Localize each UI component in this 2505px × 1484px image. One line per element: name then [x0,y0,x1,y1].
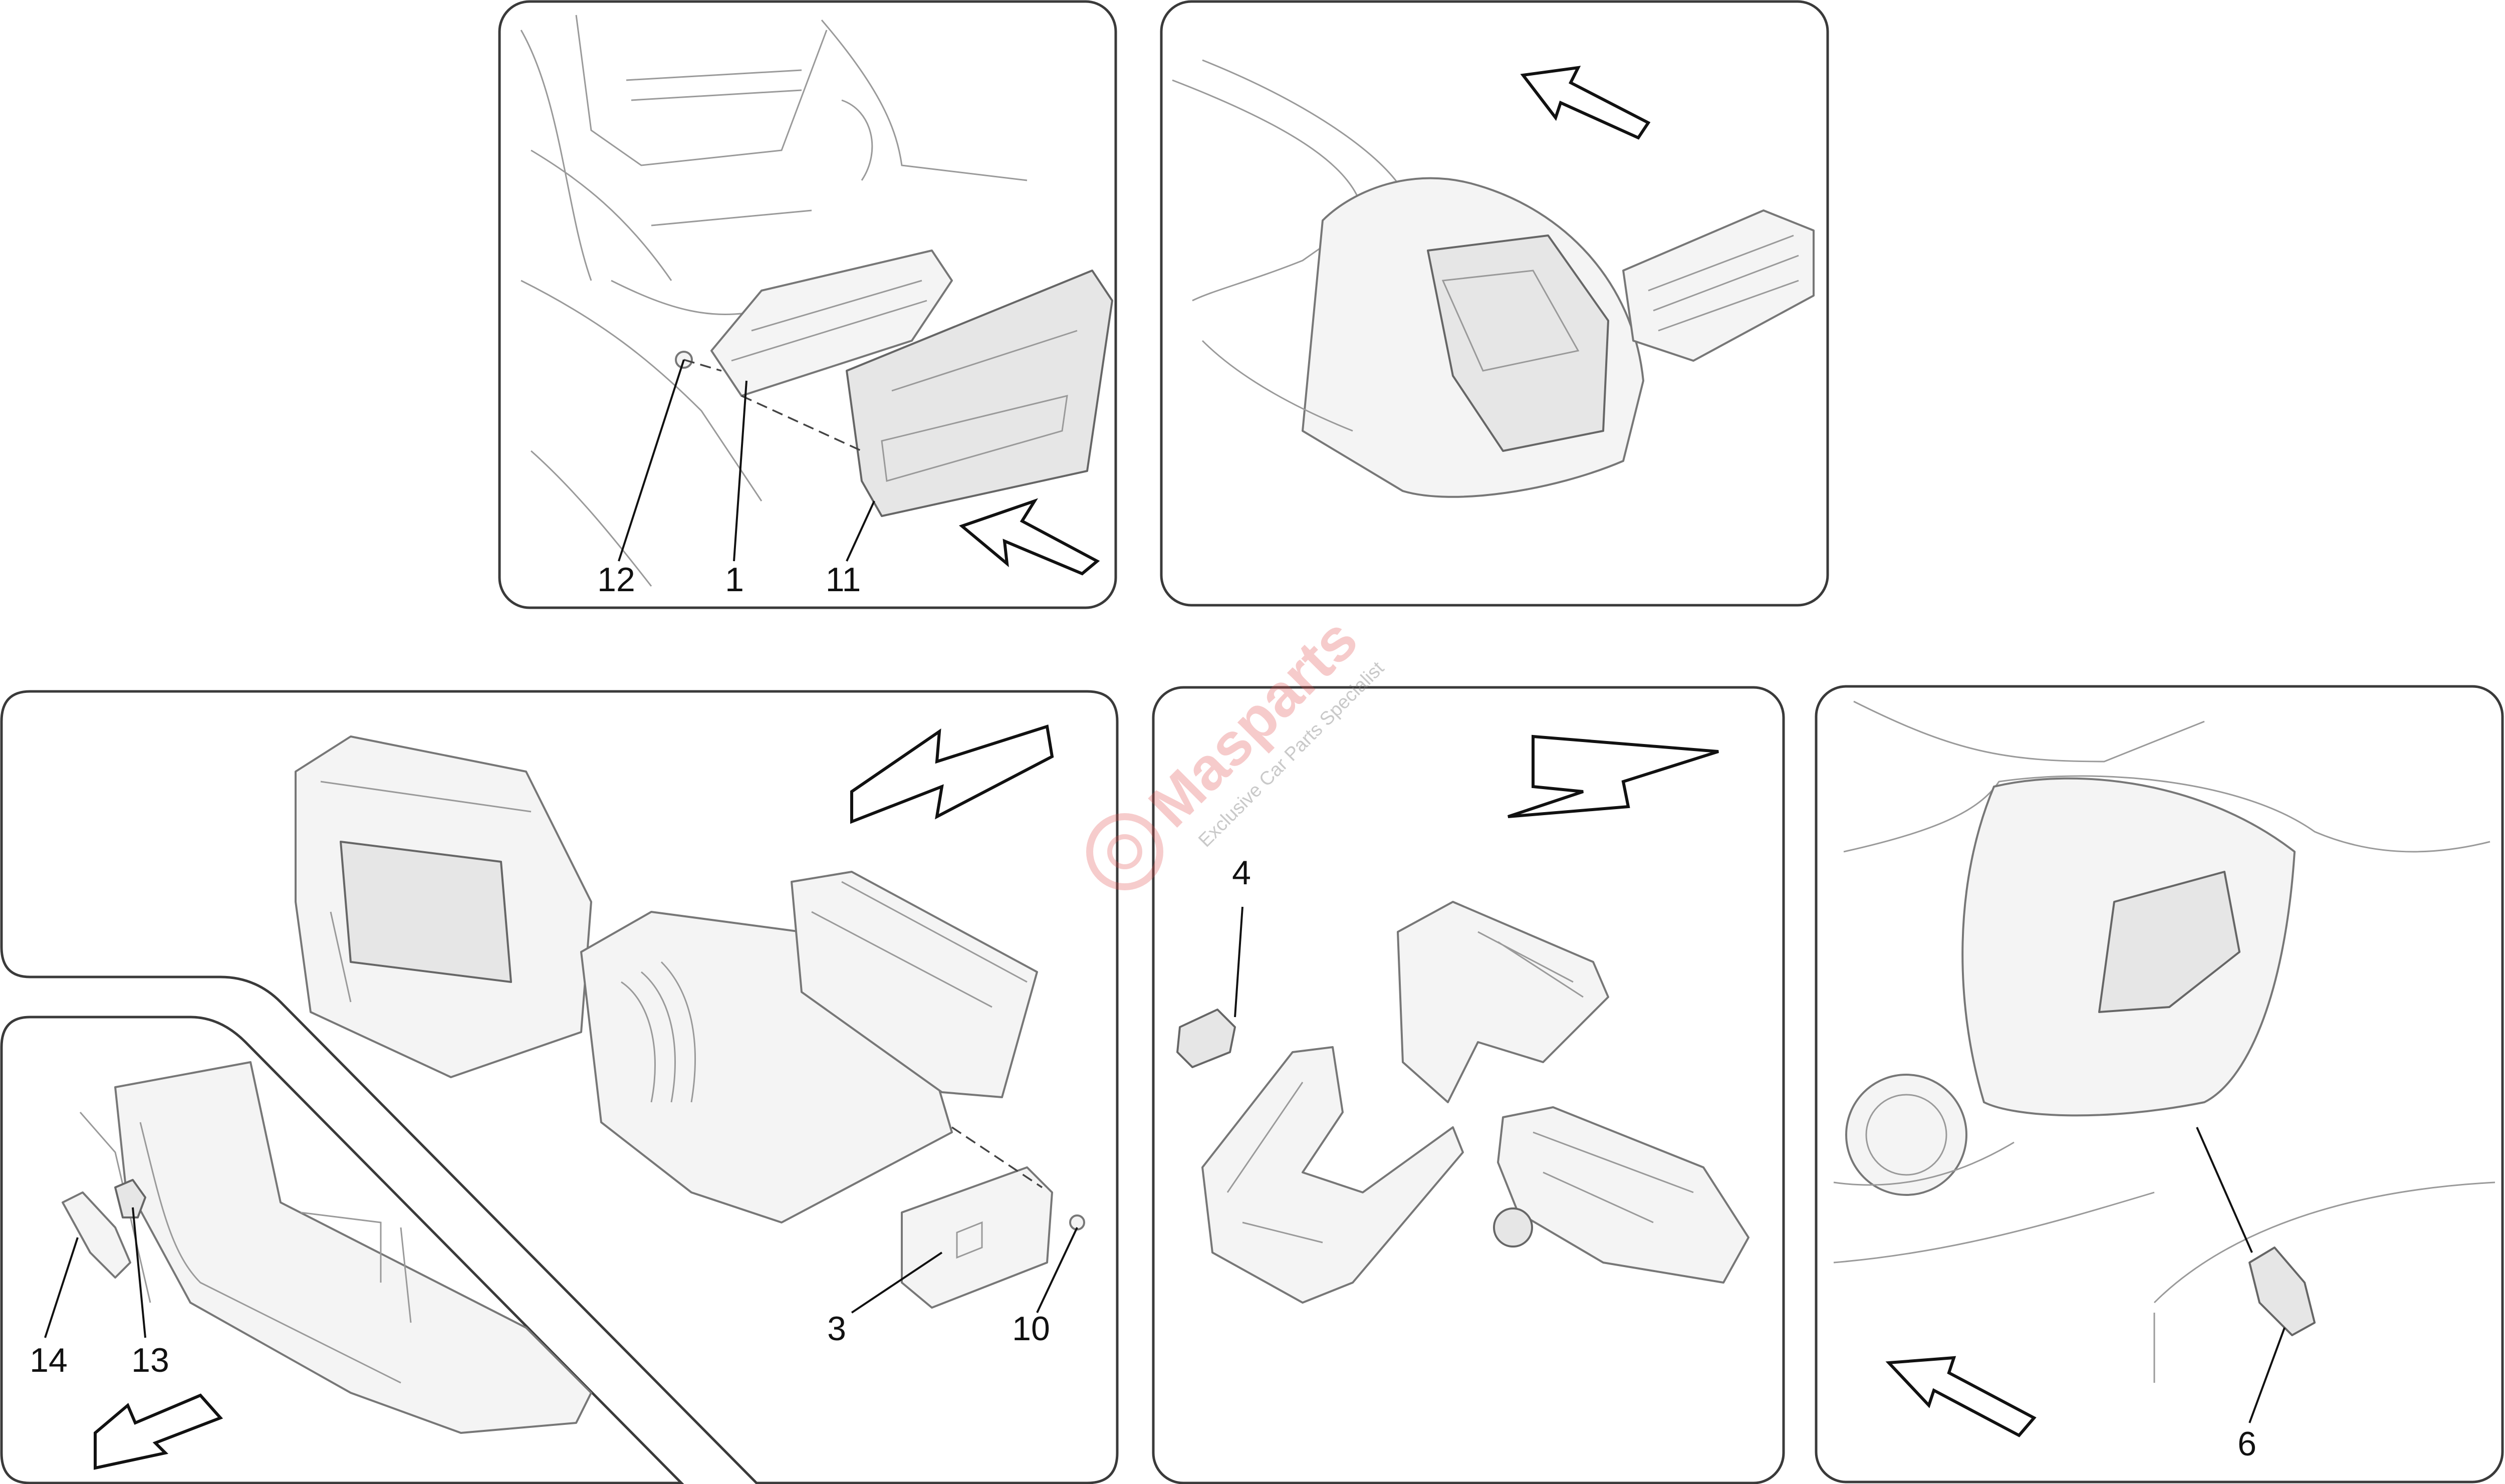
panel-rear-vent [1160,0,1829,607]
callout-12: 12 [597,561,635,599]
panel-duct: 14 13 [0,1016,684,1484]
sensor-4 [1176,1009,1236,1068]
assembly-direction-arrow [1508,734,1719,818]
assembly-direction-arrow [1520,66,1651,140]
screw-10 [1069,1214,1085,1230]
bracket-14 [62,1191,131,1279]
callout-10: 10 [1012,1310,1050,1348]
mirror-base-lower [1201,1046,1464,1304]
callout-13: 13 [131,1341,169,1379]
callout-4: 4 [1232,854,1251,892]
panel-console-sensor: 6 [1815,685,2504,1483]
mirror-cover-upper [1397,901,1609,1103]
callout-3: 3 [827,1310,846,1348]
panel-dashboard-control: 12 1 11 [498,0,1117,609]
callout-14: 14 [30,1341,68,1379]
assembly-direction-arrow [850,724,1054,824]
rear-view-mirror [1497,1106,1749,1284]
control-panel-bezel [846,270,1113,517]
assembly-direction-arrow [94,1393,223,1470]
sensor-6 [2248,1247,2316,1336]
vent-opening [1427,234,1609,452]
watermark-logo-icon [1086,813,1163,890]
panel-mirror-sensor: 4 [1152,686,1785,1484]
sensor-13 [114,1179,146,1218]
callout-11: 11 [826,561,861,599]
assembly-direction-arrow [1885,1356,2037,1437]
mirror-connector [1493,1207,1533,1248]
air-duct [791,871,1038,1098]
assembly-direction-arrow [958,498,1100,576]
air-duct-lower [114,1061,592,1434]
control-module [901,1166,1053,1309]
panel-hvac-unit: 3 10 [0,690,1119,1484]
callout-6: 6 [2237,1425,2257,1463]
cup-holder [1845,1074,1967,1196]
callout-1: 1 [725,561,744,599]
